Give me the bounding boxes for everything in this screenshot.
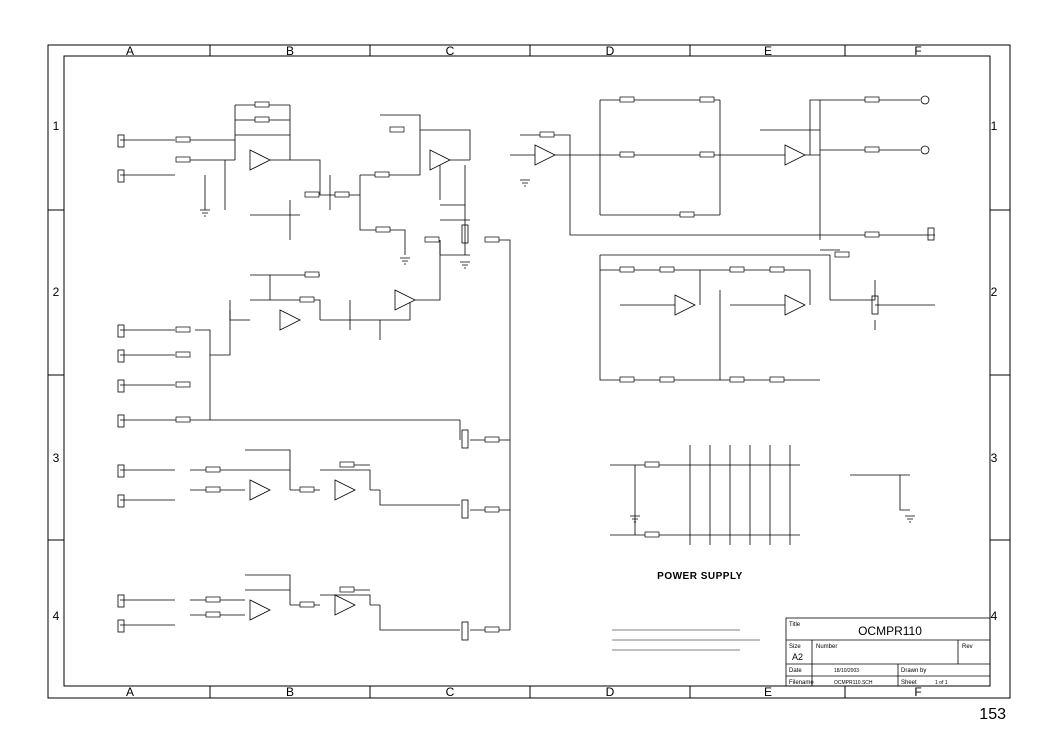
size-label: Size — [789, 644, 801, 650]
op-amp-u6b — [784, 294, 806, 316]
op-amp-u1b — [429, 149, 451, 171]
number-label: Number — [816, 644, 837, 650]
op-amp-u1a — [249, 149, 271, 171]
zone-row-3-right: 3 — [991, 451, 998, 465]
op-amp-u2b — [394, 289, 416, 311]
page-number: 153 — [979, 706, 1006, 723]
zone-row-2-right: 2 — [991, 285, 998, 299]
op-amp-u4b — [334, 594, 356, 616]
op-amp-u4a — [249, 599, 271, 621]
resistors — [175, 96, 880, 633]
op-amp-u3b — [334, 479, 356, 501]
drawn-by-label: Drawn by — [901, 668, 926, 674]
zone-row-1-right: 1 — [991, 119, 998, 133]
zone-col-f-bottom: F — [914, 685, 921, 699]
op-amp-u5a — [534, 144, 556, 166]
ground-symbols — [200, 179, 915, 523]
zone-row-3: 3 — [53, 451, 60, 465]
title-label: Title — [789, 622, 801, 628]
op-amp-u6a — [674, 294, 696, 316]
sheet-label: Sheet — [901, 680, 917, 686]
circuit-wiring — [120, 99, 935, 631]
rev-label: Rev — [962, 644, 973, 650]
zone-col-f: F — [914, 44, 921, 58]
sheet-border — [47, 44, 1011, 699]
zone-row-1: 1 — [53, 119, 60, 133]
input-jacks — [117, 95, 935, 633]
op-amp-u5b — [784, 144, 806, 166]
zone-col-c: C — [446, 44, 455, 58]
date-label: Date — [789, 668, 802, 674]
notes-block — [612, 629, 760, 651]
zone-col-e: E — [764, 44, 772, 58]
op-amp-u2a — [279, 309, 301, 331]
op-amp-u3a — [249, 479, 271, 501]
op-amps — [249, 144, 806, 621]
zone-letters-top: A B C D E F — [126, 44, 922, 58]
zone-col-b: B — [286, 44, 294, 58]
filename-value: OCMPR110.SCH — [834, 680, 873, 686]
zone-numbers-left: 1 2 3 4 — [53, 119, 60, 623]
zone-row-4: 4 — [53, 609, 60, 623]
size-value: A2 — [792, 652, 803, 662]
zone-col-d: D — [606, 44, 615, 58]
zone-row-2: 2 — [53, 285, 60, 299]
power-supply-label: POWER SUPPLY — [657, 571, 743, 582]
zone-numbers-right: 1 2 3 4 — [991, 119, 998, 623]
zone-col-e-bottom: E — [764, 685, 772, 699]
zone-col-b-bottom: B — [286, 685, 294, 699]
zone-col-c-bottom: C — [446, 685, 455, 699]
zone-row-4-right: 4 — [991, 609, 998, 623]
zone-letters-bottom: A B C D E F — [126, 685, 922, 699]
zone-col-d-bottom: D — [606, 685, 615, 699]
zone-col-a: A — [126, 44, 134, 58]
drawing-title: OCMPR110 — [858, 624, 922, 638]
title-block — [785, 617, 991, 687]
sheet-of-value: 1 of 1 — [935, 680, 948, 686]
date-value: 18/10/2003 — [834, 668, 859, 674]
filename-label: Filename — [789, 680, 814, 686]
zone-col-a-bottom: A — [126, 685, 134, 699]
potentiometers — [461, 224, 879, 641]
